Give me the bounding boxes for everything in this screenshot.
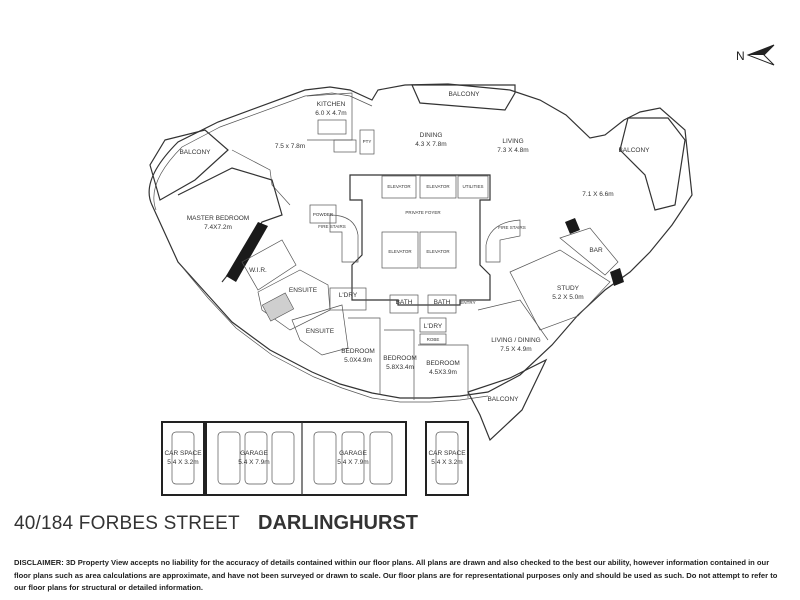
garage-left-size: 5.4 X 7.9m bbox=[238, 459, 269, 466]
bath-2-label: BATH bbox=[434, 299, 451, 306]
dining-size: 4.3 X 7.8m bbox=[415, 141, 446, 148]
room-bath-2: BATH bbox=[427, 294, 457, 314]
garage-right-name: GARAGE bbox=[339, 450, 367, 457]
parking: CAR SPACE 5.4 X 3.2m GARAGE 5.4 X 7.9m G… bbox=[161, 421, 469, 496]
bedroom-1-name: BEDROOM bbox=[341, 348, 375, 355]
room-living: LIVING 7.3 X 4.8m bbox=[497, 138, 528, 154]
living-name: LIVING bbox=[502, 138, 523, 145]
room-ensuite-1: ENSUITE bbox=[257, 269, 331, 331]
room-bedroom-2: BEDROOM 5.8X3.4m bbox=[383, 329, 417, 400]
central-core: ELEVATOR ELEVATOR UTILITIES PRIVATE FOYE… bbox=[349, 174, 491, 306]
fire-stairs-right: FIRE STAIRS bbox=[485, 219, 526, 263]
robe-label: ROBE bbox=[427, 337, 440, 342]
north-arrow-icon: N bbox=[736, 44, 775, 66]
disclaimer-text: DISCLAIMER: 3D Property View accepts no … bbox=[14, 558, 778, 592]
balcony-left-label: BALCONY bbox=[179, 149, 211, 156]
wir-label: W.I.R. bbox=[249, 267, 267, 274]
garage-right-size: 5.4 X 7.9m bbox=[337, 459, 368, 466]
east-room-size: 7.1 X 6.6m bbox=[582, 191, 613, 198]
room-dining: DINING 4.3 X 7.8m bbox=[415, 132, 446, 148]
room-laundry-1: L'DRY bbox=[329, 287, 367, 311]
room-laundry-2: L'DRY ROBE bbox=[419, 317, 447, 345]
living-dining-size: 7.5 X 4.9m bbox=[500, 346, 531, 353]
garage-left-name: GARAGE bbox=[240, 450, 268, 457]
balcony-bottom: BALCONY bbox=[467, 358, 548, 442]
room-east: 7.1 X 6.6m bbox=[582, 191, 613, 198]
entry-label: ENTRY bbox=[460, 300, 475, 305]
property-address: 40/184 FORBES STREET bbox=[14, 513, 240, 534]
room-kitchen: PTY KITCHEN 6.0 X 4.7m bbox=[306, 92, 375, 155]
bedroom-2-name: BEDROOM bbox=[383, 355, 417, 362]
room-study: STUDY 5.2 X 5.0m bbox=[509, 249, 611, 331]
room-family: 7.5 x 7.8m bbox=[231, 143, 305, 206]
bedroom-2-size: 5.8X3.4m bbox=[386, 364, 414, 371]
pty-label: PTY bbox=[363, 139, 372, 144]
study-name: STUDY bbox=[557, 285, 580, 292]
fire-stairs-left-label: FIRE STAIRS bbox=[318, 224, 345, 229]
balcony-left: BALCONY bbox=[149, 129, 229, 201]
bedroom-3-name: BEDROOM bbox=[426, 360, 460, 367]
car-space-left-size: 5.4 X 3.2m bbox=[167, 459, 198, 466]
kitchen-name: KITCHEN bbox=[317, 101, 346, 108]
balcony-right-label: BALCONY bbox=[618, 147, 650, 154]
room-bar: BAR bbox=[559, 218, 624, 286]
car-space-right-name: CAR SPACE bbox=[428, 450, 466, 457]
balcony-bottom-label: BALCONY bbox=[487, 396, 519, 403]
powder-label: POWDER bbox=[313, 212, 334, 217]
elevator-label-3: ELEVATOR bbox=[388, 249, 412, 254]
room-bath-1: BATH bbox=[389, 294, 419, 314]
master-bedroom-name: MASTER BEDROOM bbox=[187, 215, 249, 222]
car-space-left-name: CAR SPACE bbox=[164, 450, 202, 457]
building-outline bbox=[148, 83, 693, 403]
room-powder: POWDER bbox=[309, 204, 337, 224]
ensuite-2-label: ENSUITE bbox=[306, 328, 335, 335]
elevator-label-4: ELEVATOR bbox=[426, 249, 450, 254]
ensuite-1-label: ENSUITE bbox=[289, 287, 318, 294]
private-foyer-label: PRIVATE FOYER bbox=[405, 210, 441, 215]
living-dining-name: LIVING / DINING bbox=[491, 337, 540, 344]
dining-name: DINING bbox=[420, 132, 443, 139]
study-size: 5.2 X 5.0m bbox=[552, 294, 583, 301]
room-living-dining: LIVING / DINING 7.5 X 4.9m bbox=[477, 299, 549, 353]
laundry-2-label: L'DRY bbox=[424, 323, 443, 330]
family-size: 7.5 x 7.8m bbox=[275, 143, 305, 150]
north-letter: N bbox=[736, 49, 745, 63]
bar-label: BAR bbox=[589, 247, 603, 254]
property-suburb: DARLINGHURST bbox=[258, 512, 418, 534]
balcony-top: BALCONY bbox=[411, 84, 516, 111]
bedroom-1-size: 5.0X4.9m bbox=[344, 357, 372, 364]
elevator-label-1: ELEVATOR bbox=[387, 184, 411, 189]
room-wir: W.I.R. bbox=[241, 239, 297, 291]
room-bedroom-3: BEDROOM 4.5X3.9m bbox=[418, 344, 469, 398]
elevator-label-2: ELEVATOR bbox=[426, 184, 450, 189]
entry: ENTRY bbox=[460, 300, 475, 305]
balcony-top-label: BALCONY bbox=[448, 91, 480, 98]
kitchen-size: 6.0 X 4.7m bbox=[315, 110, 346, 117]
bedroom-3-size: 4.5X3.9m bbox=[429, 369, 457, 376]
room-ensuite-2: ENSUITE bbox=[291, 304, 349, 356]
living-size: 7.3 X 4.8m bbox=[497, 147, 528, 154]
fire-stairs-right-label: FIRE STAIRS bbox=[498, 225, 525, 230]
room-bedroom-1: BEDROOM 5.0X4.9m bbox=[341, 317, 381, 395]
master-bedroom-size: 7.4X7.2m bbox=[204, 224, 232, 231]
laundry-1-label: L'DRY bbox=[339, 292, 358, 299]
fire-stairs-left: FIRE STAIRS bbox=[318, 214, 359, 263]
bath-1-label: BATH bbox=[396, 299, 413, 306]
utilities-label: UTILITIES bbox=[462, 184, 483, 189]
balcony-right: BALCONY bbox=[618, 117, 686, 211]
room-master-bedroom: MASTER BEDROOM 7.4X7.2m bbox=[177, 167, 283, 283]
car-space-right-size: 5.4 X 3.2m bbox=[431, 459, 462, 466]
